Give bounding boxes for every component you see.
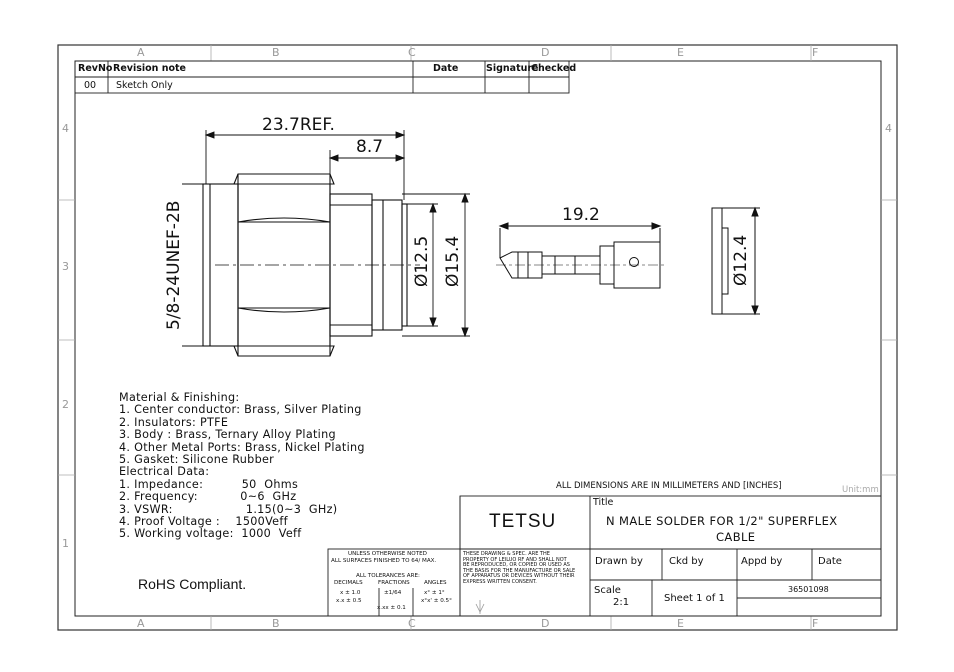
outer-border [57, 44, 898, 631]
zone-label-right-4: 4 [885, 122, 892, 135]
dim-hex-length: 8.7 [356, 137, 384, 157]
revision-table-lines [74, 60, 570, 94]
property-note-line: THESE DRAWING & SPEC. ARE THE [463, 551, 550, 557]
zone-label-bottom-b: B [272, 617, 280, 630]
date-label: Date [818, 556, 842, 567]
tolerance-line1: UNLESS OTHERWISE NOTED [348, 551, 427, 557]
zone-label-left-1: 1 [62, 537, 69, 550]
zone-label-top-d: D [541, 46, 550, 59]
drawn-by-label: Drawn by [595, 556, 643, 567]
note-line: 4. Proof Voltage : 1500Veff [119, 515, 288, 529]
checked-by-label: Ckd by [669, 556, 704, 567]
property-note-line: PROPERTY OF LEILUO RF AND SHALL NOT [463, 556, 567, 563]
contact-pin [496, 222, 665, 289]
zone-label-bottom-c: C [408, 617, 416, 630]
zone-label-left-2: 2 [62, 398, 69, 411]
part-number: 36501098 [788, 585, 829, 594]
dim-diameter-12-4: Ø12.4 [731, 234, 751, 286]
note-line: Material & Finishing: [119, 391, 240, 404]
note-line: 3. Body : Brass, Ternary Alloy Plating [119, 428, 336, 442]
rev-header-revno: RevNo [78, 63, 113, 74]
property-note-line: EXPRESS WRITTEN CONSENT. [463, 578, 537, 585]
tolerance-col-fractions: FRACTIONS [378, 580, 410, 586]
material-notes: Material & Finishing: 1. Center conducto… [119, 391, 365, 541]
zone-label-bottom-a: A [137, 617, 145, 630]
zone-label-top-e: E [677, 46, 684, 59]
property-note: THESE DRAWING & SPEC. ARE THE PROPERTY O… [463, 551, 576, 586]
note-line: 2. Frequency: 0~6 GHz [119, 490, 297, 504]
connector-body [202, 173, 420, 357]
rev-header-signature: Signature [486, 63, 539, 74]
approved-by-label: Appd by [741, 556, 783, 567]
dim-overall-length: 23.7REF. [262, 115, 335, 135]
zone-label-bottom-d: D [541, 617, 550, 630]
tolerance-angle-1: x° ± 1° [424, 590, 445, 596]
tolerance-line2: ALL SURFACES FINISHED TO 64/ MAX. [331, 558, 437, 564]
unit-note: Unit:mm [842, 485, 879, 495]
sheet-number: Sheet 1 of 1 [664, 593, 725, 604]
note-line: 3. VSWR: 1.15(0~3 GHz) [119, 502, 338, 516]
title-label: Title [593, 497, 614, 508]
scale-value: 2:1 [613, 597, 630, 608]
drawing-title-line1: N MALE SOLDER FOR 1/2" SUPERFLEX [606, 514, 838, 528]
title-block-lines [327, 495, 882, 617]
dim-diameter-12-5: Ø12.5 [412, 235, 432, 287]
tolerance-angle-2: x°x' ± 0.5° [421, 598, 452, 604]
tolerance-decimal-1: x ± 1.0 [340, 590, 361, 596]
tolerance-col-angles: ANGLES [424, 580, 447, 586]
scale-label: Scale [594, 585, 621, 596]
all-dimensions-note: ALL DIMENSIONS ARE IN MILLIMETERS AND [I… [556, 481, 782, 491]
note-line: 5. Gasket: Silicone Rubber [119, 453, 275, 467]
projection-symbol [475, 600, 485, 614]
note-line: 1. Center conductor: Brass, Silver Plati… [119, 403, 362, 417]
tolerance-line3: ALL TOLERANCES ARE: [356, 573, 420, 579]
dim-thread-spec: 5/8-24UNEF-2B [164, 200, 184, 330]
note-line: Electrical Data: [119, 465, 210, 479]
tolerance-fraction: ±1/64 [384, 590, 402, 596]
rev-row-revno: 00 [84, 80, 97, 91]
zone-label-top-f: F [812, 46, 819, 59]
tolerance-decimal-2: x.x ± 0.5 [336, 598, 362, 604]
dimension-lines [182, 130, 470, 347]
zone-label-top-a: A [137, 46, 145, 59]
note-line: 1. Impedance: 50 Ohms [119, 477, 299, 491]
property-note-line: BE REPRODUCED, OR COPIED OR USED AS [463, 562, 570, 569]
rev-row-note: Sketch Only [116, 80, 173, 91]
rohs-statement: RoHS Compliant. [138, 576, 247, 592]
zone-label-top-c: C [408, 46, 416, 59]
tolerance-col-decimals: DECIMALS [334, 580, 363, 586]
rev-header-checked: Checked [531, 63, 577, 74]
note-line: 4. Other Metal Ports: Brass, Nickel Plat… [119, 440, 365, 454]
gasket [711, 206, 760, 316]
dim-pin-length: 19.2 [562, 205, 600, 225]
zone-label-bottom-f: F [812, 617, 819, 630]
rev-header-date: Date [433, 63, 459, 74]
property-note-line: THE BASIS FOR THE MANUFACTURE OR SALE [463, 567, 576, 574]
company-name: TETSU [489, 511, 557, 532]
zone-ticks [58, 45, 897, 630]
tolerance-decimal-3: x.xx ± 0.1 [377, 605, 406, 611]
note-line: 5. Working voltage: 1000 Veff [119, 527, 302, 541]
zone-label-left-4: 4 [62, 122, 69, 135]
zone-label-bottom-e: E [677, 617, 684, 630]
dim-diameter-15-4: Ø15.4 [443, 235, 463, 287]
drawing-title-line2: CABLE [716, 530, 756, 544]
zone-label-top-b: B [272, 46, 280, 59]
note-line: 2. Insulators: PTFE [119, 415, 229, 429]
zone-label-left-3: 3 [62, 260, 69, 273]
rev-header-note: Revision note [113, 63, 186, 74]
property-note-line: OF APPARATUS OR DEVICES WITHOUT THEIR [463, 573, 575, 580]
